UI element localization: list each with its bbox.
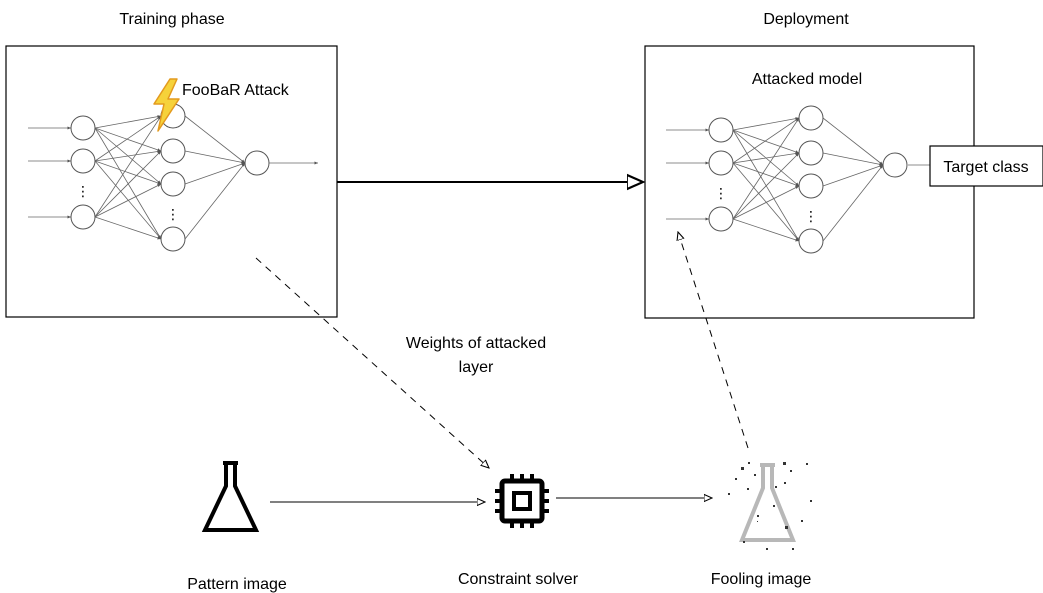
edge-line (94, 183, 162, 218)
edge-line (184, 162, 246, 185)
edge-line (732, 218, 800, 242)
noise-pixel (754, 474, 756, 476)
input-node (70, 204, 96, 230)
hidden-ellipsis: ⋮ (804, 208, 818, 224)
noise-pixel (783, 462, 786, 465)
noise-pixel (748, 462, 750, 464)
noise-pixel (790, 470, 792, 472)
noise-pixel (741, 467, 744, 470)
target-class-label: Target class (943, 159, 1028, 176)
input-node (708, 150, 734, 176)
hidden-node (798, 173, 824, 199)
edge-line (94, 160, 162, 240)
edge-line (94, 149, 162, 162)
edge-line (732, 117, 800, 164)
attacked-neural-network: ⋮⋮ (666, 105, 908, 254)
edge-line (822, 164, 884, 187)
edge-line (184, 162, 246, 240)
edge-line (732, 117, 800, 131)
noise-pixel (735, 478, 737, 480)
edge-line (822, 164, 884, 242)
flask-icon (201, 461, 260, 532)
chip-icon (495, 474, 549, 528)
noise-pixels (728, 462, 812, 550)
hidden-node (798, 228, 824, 254)
attacked-model-label: Attacked model (752, 71, 862, 88)
edge-line (184, 115, 246, 164)
noise-pixel (728, 493, 730, 495)
input-node (708, 206, 734, 232)
edge-line (732, 152, 800, 220)
input-ellipsis: ⋮ (76, 183, 90, 199)
weights-dashed-arrow (255, 257, 489, 468)
target-class-box (929, 145, 1043, 187)
noise-pixel (806, 463, 808, 465)
noisy-flask-icon (728, 462, 812, 550)
output-node (244, 150, 270, 176)
noise-pixel (747, 488, 749, 490)
edge-line (94, 160, 162, 185)
noise-pixel (773, 505, 775, 507)
edge-line (732, 162, 800, 242)
input-node (70, 148, 96, 174)
hidden-node (160, 226, 186, 252)
training-neural-network: ⋮⋮ (28, 103, 318, 252)
input-node (70, 115, 96, 141)
edge-line (94, 150, 162, 218)
noise-pixel (757, 515, 759, 517)
edge-line (822, 117, 884, 166)
training-phase-title: Training phase (119, 11, 224, 28)
edge-line (732, 151, 800, 164)
noise-pixel (784, 482, 786, 484)
constraint-solver-label: Constraint solver (458, 571, 579, 588)
input-node (708, 117, 734, 143)
edge-line (732, 185, 800, 220)
edge-line (732, 117, 800, 220)
pattern-image-label: Pattern image (187, 576, 287, 593)
edge-line (184, 150, 246, 164)
noise-pixel (743, 541, 745, 543)
hidden-node (798, 140, 824, 166)
weights-label-line2: layer (459, 359, 494, 376)
edge-line (822, 152, 884, 166)
noise-pixel (775, 486, 777, 488)
edge-line (94, 115, 162, 129)
weights-label-line1: Weights of attacked (406, 335, 546, 352)
edge-line (94, 216, 162, 240)
edge-line (94, 115, 162, 162)
hidden-node (160, 138, 186, 164)
lightning-icon (153, 78, 180, 132)
edge-line (94, 127, 162, 152)
hidden-ellipsis: ⋮ (166, 206, 180, 222)
noise-pixel (766, 548, 768, 550)
noise-pixel (810, 500, 812, 502)
noise-pixel (792, 548, 794, 550)
noise-pixel (801, 520, 803, 522)
noise-pixel (757, 521, 758, 522)
noise-pixel (785, 526, 788, 529)
edge-line (94, 115, 162, 218)
hidden-node (798, 105, 824, 131)
fooling-image-label: Fooling image (711, 571, 812, 588)
deployment-title: Deployment (763, 11, 849, 28)
edge-line (732, 162, 800, 187)
edge-line (732, 129, 800, 154)
output-node (882, 152, 908, 178)
foobar-attack-label: FooBaR Attack (182, 82, 290, 99)
hidden-node (160, 171, 186, 197)
input-ellipsis: ⋮ (714, 185, 728, 201)
